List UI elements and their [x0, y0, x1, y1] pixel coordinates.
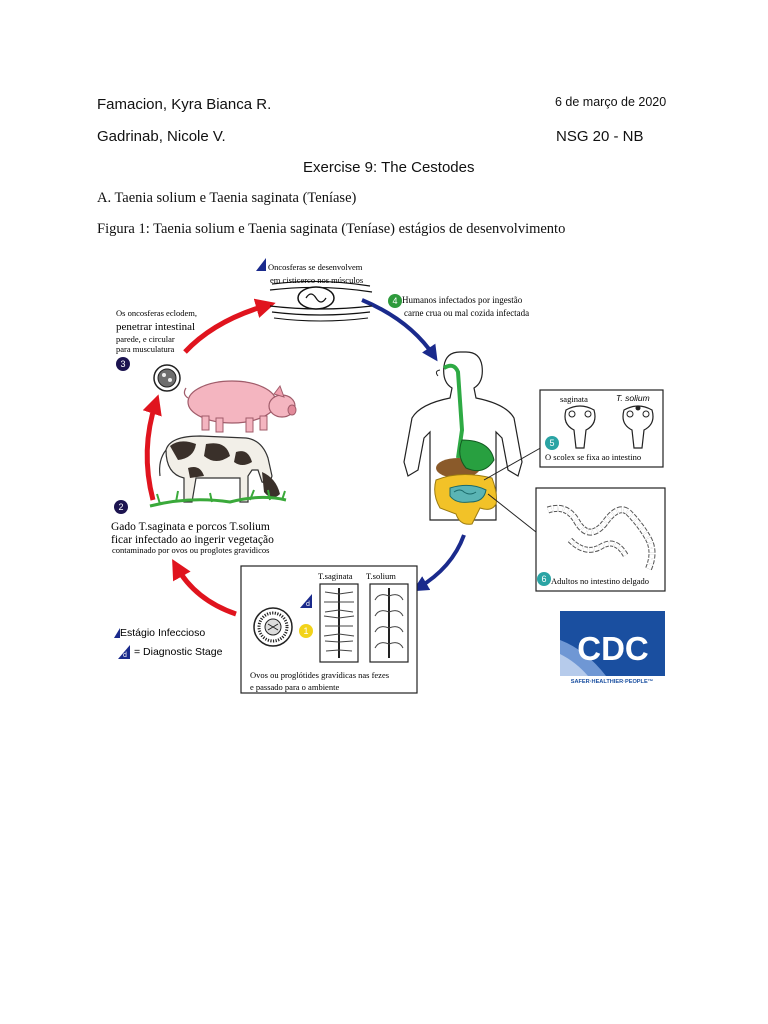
- arrow-top-to-step4: [361, 298, 438, 362]
- step3-badge: [116, 357, 130, 371]
- human-figure-illustration: [403, 351, 523, 525]
- cdc-logo: CDC SAFER·HEALTHIER·PEOPLE™: [560, 611, 665, 685]
- scolex-label-saginata: saginata: [560, 394, 588, 404]
- author-1: Famacion, Kyra Bianca R.: [97, 96, 272, 113]
- arrow-step3-to-top: [183, 298, 276, 354]
- step1-line2: e passado para o ambiente: [250, 682, 339, 692]
- step3-number: 3: [120, 359, 125, 369]
- step5-text: O scolex se fixa ao intestino: [545, 452, 641, 462]
- top-stage-line2: em cisticerco nos músculos: [270, 275, 363, 285]
- adult-worm-box: [535, 487, 666, 592]
- legend-diagnostic-stage: = Diagnostic Stage: [134, 646, 223, 658]
- step4-line2: carne crua ou mal cozida infectada: [404, 308, 529, 318]
- step3-line1: Os oncosferas eclodem,: [116, 308, 197, 318]
- arrow-step1-to-step2: [172, 559, 237, 617]
- step6-number: 6: [541, 574, 546, 584]
- step1-line1: Ovos ou proglótides gravídicas nas fezes: [250, 670, 389, 680]
- legend-infective-triangle-icon: [114, 628, 120, 638]
- step3-line4: para musculatura: [116, 344, 175, 354]
- proglottid-label-saginata: T.saginata: [318, 571, 353, 581]
- pointer-line-adults: [487, 493, 537, 533]
- section-heading: A. Taenia solium e Taenia saginata (Tení…: [97, 190, 357, 206]
- document-title: Exercise 9: The Cestodes: [303, 159, 475, 176]
- infective-triangle-icon: [256, 258, 266, 271]
- diagnostic-triangle-icon: [300, 594, 312, 608]
- scolex-illustration: [564, 405, 654, 449]
- figure-caption: Figura 1: Taenia solium e Taenia saginat…: [97, 221, 566, 237]
- step2-number: 2: [118, 502, 123, 512]
- step5-badge: [545, 436, 559, 450]
- step2-line1: Gado T.saginata e porcos T.solium: [111, 521, 270, 533]
- step5-number: 5: [549, 438, 554, 448]
- cdc-logo-text: CDC: [577, 630, 649, 667]
- arrow-human-to-step1: [412, 534, 466, 592]
- step6-text: Adultos no intestino delgado: [551, 576, 649, 586]
- cow-illustration: [149, 435, 287, 508]
- step2-badge: [114, 500, 128, 514]
- pointer-line-scolex: [483, 445, 545, 481]
- egg-illustration: [253, 607, 293, 647]
- pig-illustration: [183, 380, 297, 433]
- step1-number: 1: [303, 626, 308, 636]
- step4-number: 4: [392, 296, 397, 306]
- document-date: 6 de março de 2020: [555, 95, 667, 109]
- diagnostic-symbol-box: d: [306, 601, 310, 608]
- step6-badge: [537, 572, 551, 586]
- scolex-label-solium: T. solium: [616, 393, 650, 403]
- step1-badge: [299, 624, 313, 638]
- cdc-logo-tagline: SAFER·HEALTHIER·PEOPLE™: [571, 679, 654, 685]
- cysticercus-in-muscle-illustration: [269, 280, 373, 322]
- legend-diagnostic-triangle-icon: [118, 645, 130, 659]
- top-stage-line1: Oncosferas se desenvolvem: [268, 262, 363, 272]
- step4-badge: [388, 294, 402, 308]
- adult-worm-illustration: [546, 504, 656, 572]
- legend-diagnostic-symbol: d: [123, 652, 127, 659]
- proglottid-label-solium: T.solium: [366, 571, 396, 581]
- step2-line2: ficar infectado ao ingerir vegetação: [111, 534, 274, 546]
- step3-line2: penetrar intestinal: [116, 321, 195, 333]
- step3-line3: parede, e circular: [116, 334, 175, 344]
- course-section: NSG 20 - NB: [556, 128, 644, 145]
- step2-line3: contaminado por ovos ou proglotes gravíd…: [112, 545, 269, 555]
- arrow-step2-to-step3: [142, 394, 162, 501]
- proglottid-illustration: [319, 583, 409, 663]
- author-2: Gadrinab, Nicole V.: [97, 128, 226, 145]
- legend-infective-stage: Estágio Infeccioso: [120, 627, 205, 639]
- step4-line1: Humanos infectados por ingestão: [402, 295, 523, 305]
- oncosphere-illustration: [153, 364, 181, 392]
